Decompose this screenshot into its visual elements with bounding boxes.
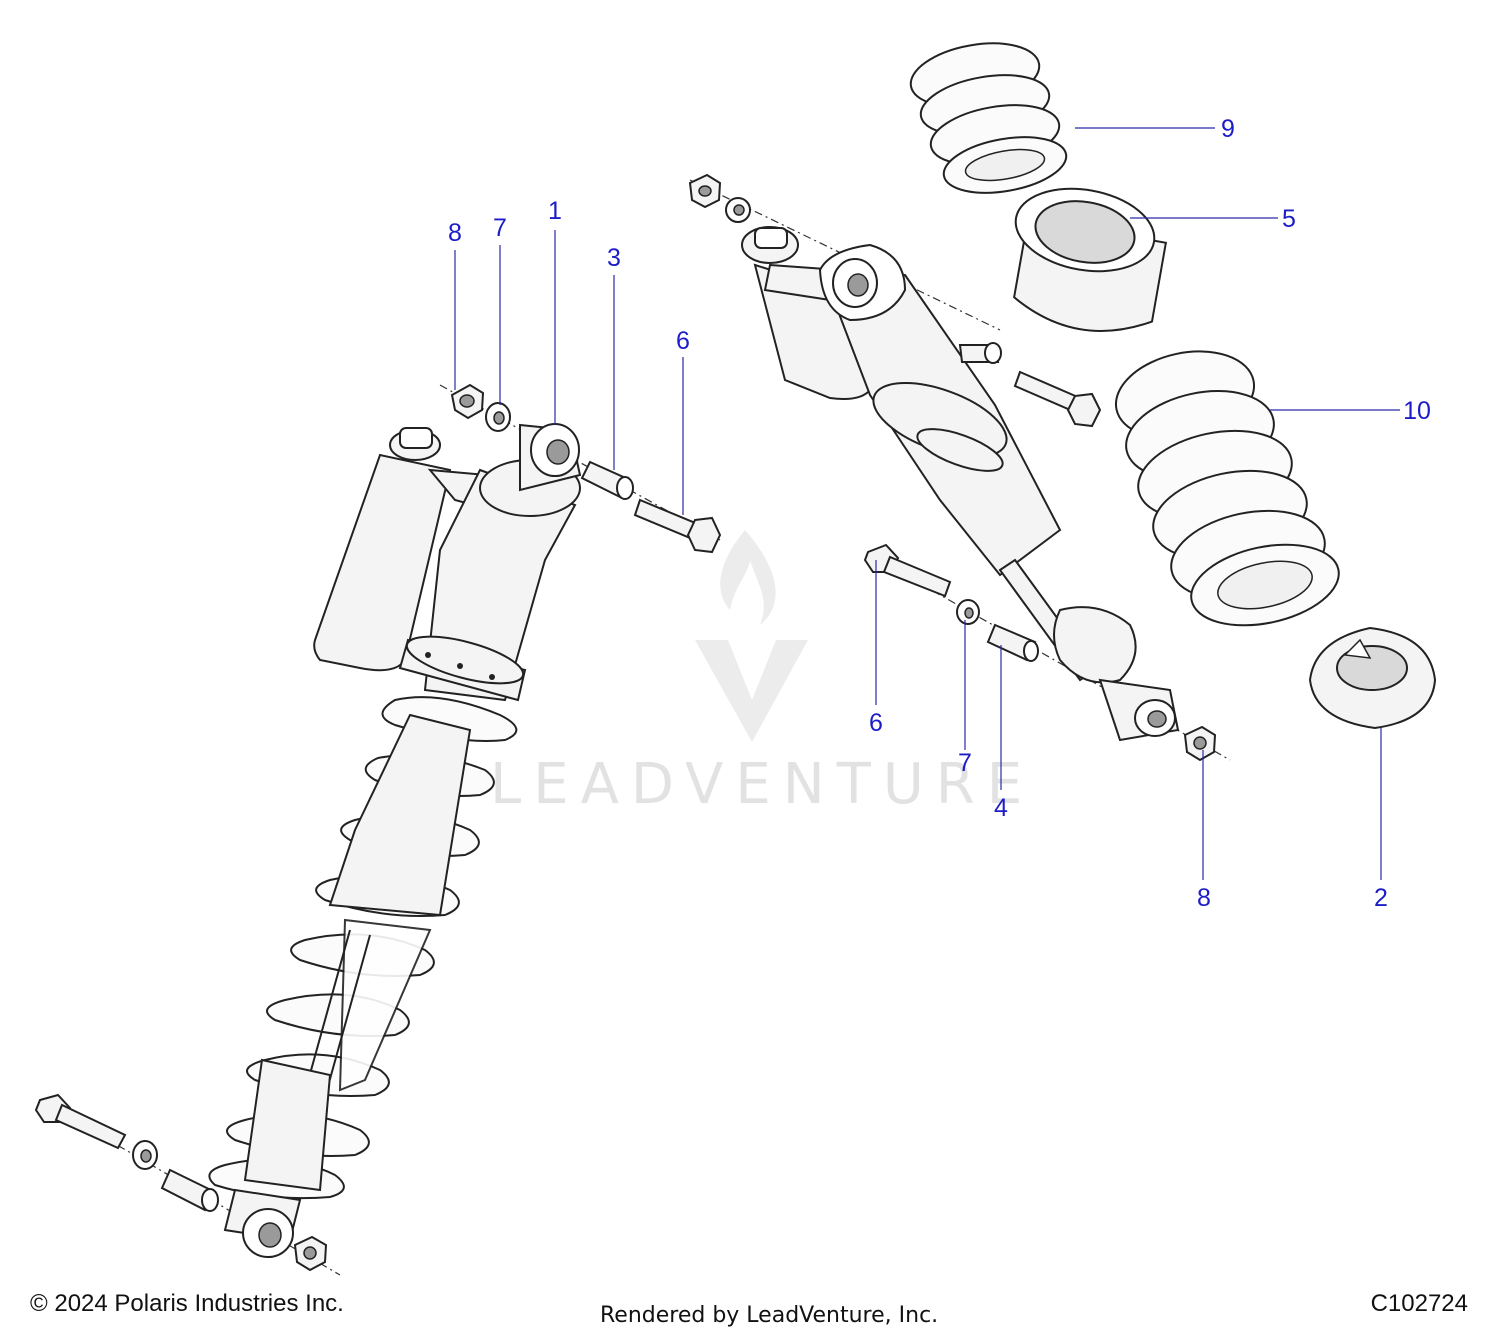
drawing-code: C102724	[1370, 1290, 1468, 1317]
callout-3: 3	[607, 244, 621, 272]
right-shock-assembly	[688, 173, 1231, 762]
callout-6-right: 6	[869, 709, 883, 737]
right-shock-body	[818, 243, 1097, 682]
right-lower-eye	[1053, 606, 1180, 742]
callout-7-right: 7	[958, 749, 972, 777]
lower-bushing	[160, 1168, 219, 1212]
upper-washer-7	[485, 402, 511, 432]
lower-spring-10	[1114, 350, 1340, 627]
right-side-bolt	[1013, 370, 1102, 428]
spring-retainer-2	[1308, 626, 1437, 730]
callouts: 8 7 1 3 6 9 5 10 6 7 4 8 2	[448, 115, 1431, 912]
callout-4: 4	[994, 794, 1008, 822]
right-lower-bolt-6	[863, 543, 952, 598]
callout-2: 2	[1374, 884, 1388, 912]
upper-spring-9	[909, 42, 1068, 194]
right-nut-8	[1183, 725, 1217, 762]
callout-7-left: 7	[493, 214, 507, 242]
callout-1: 1	[548, 197, 562, 225]
callout-6-left: 6	[676, 327, 690, 355]
lower-nut	[293, 1235, 328, 1272]
watermark-text: LEADVENTURE	[490, 752, 1034, 817]
preload-collar	[398, 635, 527, 702]
damper-body	[299, 713, 472, 1116]
rendered-by-text: Rendered by LeadVenture, Inc.	[600, 1303, 939, 1328]
callout-9: 9	[1221, 115, 1235, 143]
callout-8-left: 8	[448, 219, 462, 247]
lower-bolt	[34, 1093, 127, 1150]
watermark-logo	[695, 530, 808, 742]
leader-lines	[454, 127, 1400, 880]
spacer-5	[1013, 187, 1168, 332]
callout-5: 5	[1282, 205, 1296, 233]
left-shock-assembly	[34, 383, 722, 1276]
upper-nut-8	[450, 383, 485, 420]
right-top-nut	[688, 173, 722, 209]
right-small-bushing	[958, 342, 1002, 364]
lower-washer	[132, 1140, 158, 1170]
callout-10: 10	[1403, 397, 1431, 425]
copyright-text: © 2024 Polaris Industries Inc.	[30, 1290, 344, 1317]
upper-bolt-6	[633, 498, 722, 554]
right-bushing-4	[986, 623, 1039, 662]
callout-8-right: 8	[1197, 884, 1211, 912]
watermark: LEADVENTURE	[490, 530, 1034, 817]
upper-bushing-3	[580, 460, 634, 500]
right-top-washer	[725, 197, 751, 223]
right-washer-7	[956, 599, 980, 625]
lower-eye	[223, 1058, 332, 1258]
